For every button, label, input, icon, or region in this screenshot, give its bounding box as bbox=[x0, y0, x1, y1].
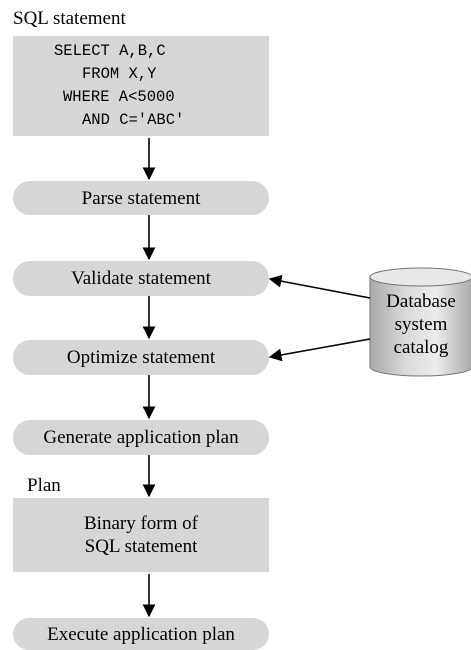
sql-line-where: WHERE A<5000 bbox=[63, 88, 175, 106]
plan-box: Binary form of SQL statement bbox=[13, 498, 269, 572]
sql-statement-label: SQL statement bbox=[13, 8, 126, 29]
database-cylinder-icon bbox=[369, 267, 471, 377]
catalog-line-3: catalog bbox=[393, 337, 449, 358]
step-execute-application-plan: Execute application plan bbox=[13, 618, 269, 650]
step-parse-statement: Parse statement bbox=[13, 181, 269, 215]
arrow-catalog-to-validate bbox=[268, 274, 371, 299]
plan-box-line-2: SQL statement bbox=[84, 536, 198, 557]
catalog-line-1: Database bbox=[386, 291, 456, 312]
catalog-line-2: system bbox=[394, 314, 448, 335]
step-validate-statement: Validate statement bbox=[13, 261, 269, 296]
plan-label: Plan bbox=[27, 475, 61, 496]
database-system-catalog-label: Database system catalog bbox=[370, 290, 471, 359]
sql-statement-box: SELECT A,B,C FROM X,Y WHERE A<5000 AND C… bbox=[13, 36, 269, 136]
sql-line-from: FROM X,Y bbox=[82, 65, 157, 83]
sql-line-select: SELECT A,B,C bbox=[54, 42, 166, 60]
step-optimize-statement: Optimize statement bbox=[13, 340, 269, 375]
sql-line-and: AND C='ABC' bbox=[82, 111, 185, 129]
arrow-catalog-to-optimize bbox=[268, 338, 371, 362]
step-generate-application-plan: Generate application plan bbox=[13, 420, 269, 455]
plan-box-line-1: Binary form of bbox=[84, 513, 198, 534]
